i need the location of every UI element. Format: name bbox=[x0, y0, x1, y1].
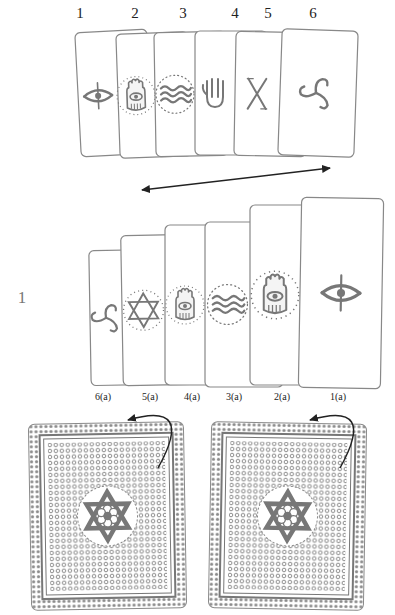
card-label: 4(a) bbox=[184, 392, 200, 402]
figure-number: 1 bbox=[18, 289, 27, 306]
card-number: 1 bbox=[76, 6, 84, 21]
card-number: 4 bbox=[231, 6, 239, 21]
card-number: 2 bbox=[131, 6, 139, 21]
card-back bbox=[28, 422, 186, 611]
top-card-row bbox=[75, 29, 358, 159]
card-label: 5(a) bbox=[142, 392, 158, 402]
card bbox=[298, 197, 383, 388]
card-label: 1(a) bbox=[330, 392, 346, 402]
card-back bbox=[208, 422, 366, 611]
card-number: 5 bbox=[264, 6, 272, 21]
card bbox=[278, 29, 358, 158]
bottom-card-row bbox=[89, 197, 384, 388]
turn-arrow bbox=[310, 415, 354, 468]
card-number: 3 bbox=[179, 6, 187, 21]
card-label: 2(a) bbox=[274, 392, 290, 402]
card-number: 6 bbox=[309, 6, 317, 21]
turn-arrow bbox=[128, 415, 172, 468]
swap-arrow bbox=[142, 168, 330, 190]
card-label: 6(a) bbox=[95, 392, 111, 402]
card-label: 3(a) bbox=[226, 392, 242, 402]
